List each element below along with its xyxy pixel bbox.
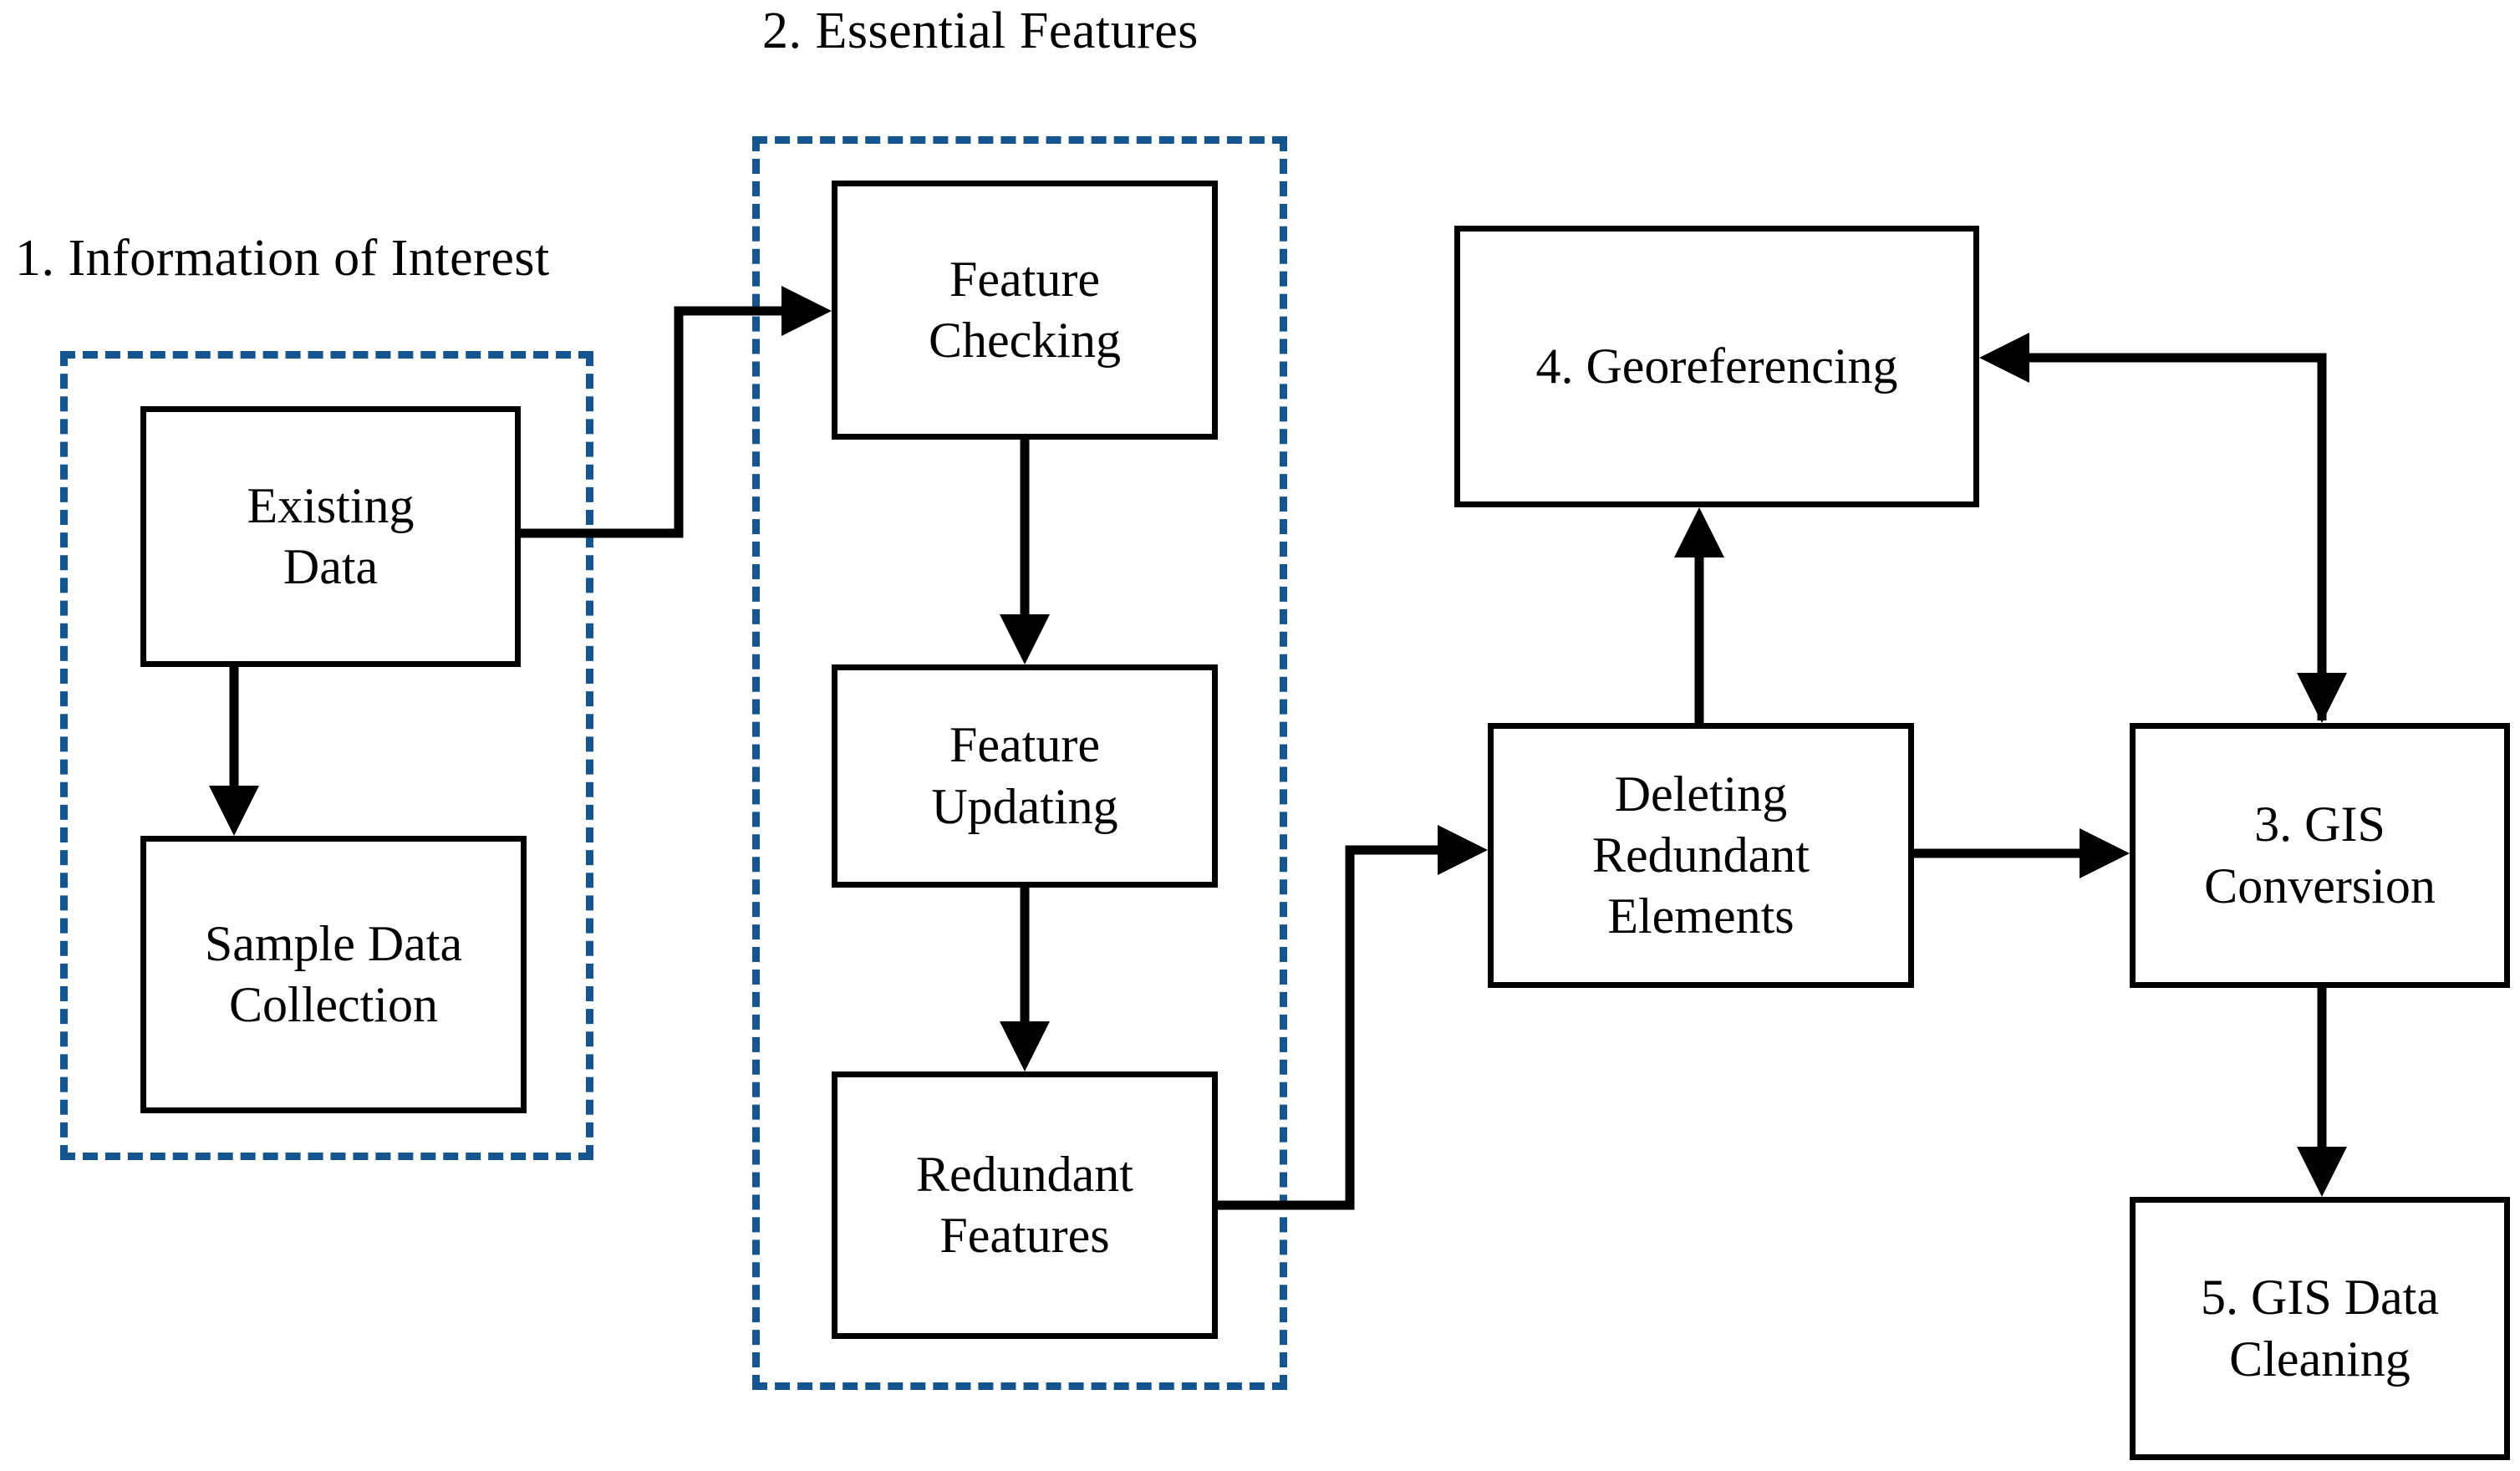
node-deleting-redundant-elements[interactable]: Deleting Redundant Elements: [1488, 723, 1914, 988]
node-gis-data-cleaning-line2: Cleaning: [2229, 1331, 2411, 1387]
node-feature-checking-line1: Feature: [949, 251, 1100, 307]
section-title-information-of-interest: 1. Information of Interest: [15, 230, 550, 287]
node-gis-data-cleaning-line1: 5. GIS Data: [2201, 1270, 2439, 1326]
node-sample-data-collection[interactable]: Sample Data Collection: [140, 836, 527, 1113]
edge-gis-conversion-to-gis-data-cleaning: [2297, 988, 2347, 1197]
node-deleting-redundant-elements-line1: Deleting: [1614, 766, 1788, 822]
node-gis-conversion-line1: 3. GIS: [2254, 797, 2385, 853]
node-feature-checking[interactable]: Feature Checking: [832, 181, 1218, 440]
group-box-information-of-interest: [60, 351, 593, 1160]
node-feature-updating-line1: Feature: [949, 717, 1100, 773]
node-gis-data-cleaning[interactable]: 5. GIS Data Cleaning: [2130, 1197, 2510, 1460]
node-georeferencing[interactable]: 4. Georeferencing: [1454, 226, 1979, 507]
node-sample-data-collection-line2: Collection: [229, 977, 438, 1032]
group-box-essential-features: [752, 136, 1287, 1390]
node-sample-data-collection-line1: Sample Data: [204, 915, 463, 971]
edge-deleting-redundant-elements-to-gis-conversion: [1914, 828, 2130, 878]
node-existing-data-line1: Existing: [247, 477, 415, 533]
node-deleting-redundant-elements-line2: Redundant: [1592, 827, 1810, 883]
node-georeferencing-line1: 4. Georeferencing: [1535, 338, 1898, 394]
node-redundant-features-line1: Redundant: [916, 1146, 1133, 1202]
edge-loop-into-gis-conversion: [2297, 673, 2347, 723]
node-redundant-features-line2: Features: [939, 1208, 1110, 1263]
edge-deleting-redundant-elements-to-georeferencing: [1674, 507, 1724, 723]
node-feature-checking-line2: Checking: [929, 313, 1121, 368]
section-title-essential-features: 2. Essential Features: [762, 3, 1199, 59]
node-existing-data-line2: Data: [283, 539, 379, 594]
node-redundant-features[interactable]: Redundant Features: [832, 1071, 1218, 1339]
node-gis-conversion-line2: Conversion: [2204, 858, 2436, 914]
edge-gis-conversion-to-georeferencing: [1979, 333, 2327, 720]
node-gis-conversion[interactable]: 3. GIS Conversion: [2130, 723, 2510, 988]
node-feature-updating-line2: Updating: [931, 778, 1118, 834]
node-existing-data[interactable]: Existing Data: [140, 406, 521, 667]
node-deleting-redundant-elements-line3: Elements: [1607, 888, 1795, 944]
node-feature-updating[interactable]: Feature Updating: [832, 664, 1218, 888]
